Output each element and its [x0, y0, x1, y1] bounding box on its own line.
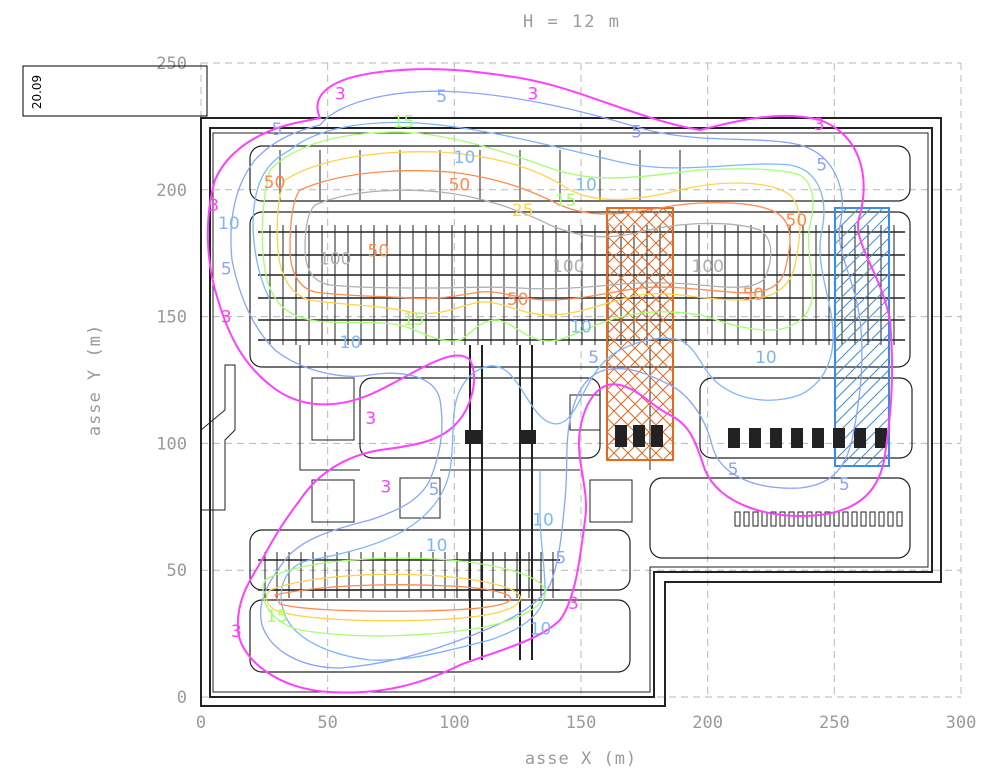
contour-3 [206, 68, 894, 694]
contour-label: 50 [368, 242, 390, 262]
contour-label: 3 [208, 196, 219, 216]
y-tick-labels: 0 50 100 150 200 250 [156, 54, 187, 708]
contour-label: 5 [631, 122, 642, 142]
contour-label: 3 [381, 478, 392, 498]
x-tick-label: 100 [439, 713, 470, 733]
contour-label: 50 [449, 176, 471, 196]
contour-100 [304, 189, 772, 290]
contour-label: 5 [436, 87, 447, 107]
y-tick-label: 150 [156, 308, 187, 328]
contour-label: 15 [266, 607, 288, 627]
scale-bar: 20.09 [22, 65, 208, 117]
contour-label: 15 [403, 310, 425, 330]
contour-label: 5 [588, 348, 599, 368]
x-tick-label: 0 [196, 713, 206, 733]
x-tick-label: 300 [946, 713, 977, 733]
contour-label: 3 [335, 84, 346, 104]
contour-label: 5 [429, 480, 440, 500]
contour-label: 25 [512, 201, 534, 221]
y-tick-label: 200 [156, 181, 187, 201]
scale-bar-label: 20.09 [30, 75, 44, 109]
contour-lines [206, 68, 894, 694]
x-tick-label: 150 [566, 713, 597, 733]
contour-label: 100 [552, 257, 584, 277]
y-tick-label: 250 [156, 54, 187, 74]
y-tick-label: 0 [177, 688, 187, 708]
plant-layout [200, 117, 942, 707]
contour-label: 10 [755, 348, 777, 368]
contour-label: 5 [839, 475, 850, 495]
contour-label: 100 [319, 249, 351, 269]
contour-label: 3 [814, 115, 825, 135]
x-tick-label: 250 [819, 713, 850, 733]
contour-label: 5 [816, 155, 827, 175]
contour-label: 10 [530, 620, 552, 640]
contour-label: 10 [570, 318, 592, 338]
contour-label: 10 [532, 510, 554, 530]
contour-25 [265, 151, 801, 622]
contour-label: 3 [365, 409, 376, 429]
contour-label: 10 [575, 176, 597, 196]
contour-label: 10 [454, 148, 476, 168]
chart-title: H = 12 m [523, 12, 621, 32]
contour-label: 3 [527, 84, 538, 104]
contour-label: 10 [426, 536, 448, 556]
contour-label: 15 [555, 191, 577, 211]
contour-label: 5 [728, 460, 739, 480]
grid [200, 62, 962, 698]
x-tick-labels: 0 50 100 150 200 250 300 [196, 713, 976, 733]
contour-label: 5 [555, 549, 566, 569]
y-tick-label: 50 [167, 561, 187, 581]
contour-label: 50 [507, 290, 529, 310]
contour-10 [252, 121, 834, 661]
contour-label: 5 [272, 120, 283, 140]
contour-label: 50 [264, 173, 286, 193]
y-tick-label: 100 [156, 434, 187, 454]
contour-label: 50 [742, 285, 764, 305]
contour-label: 100 [691, 257, 723, 277]
contour-label: 15 [393, 112, 415, 132]
contour-label: 5 [221, 259, 232, 279]
contour-15 [261, 131, 814, 637]
contour-label: 10 [340, 333, 362, 353]
contour-label: 10 [218, 214, 240, 234]
x-tick-label: 50 [317, 713, 337, 733]
contour-label: 3 [221, 308, 232, 328]
contour-5 [230, 90, 863, 669]
contour-label: 3 [568, 594, 579, 614]
x-tick-label: 200 [692, 713, 723, 733]
contour-label: 3 [231, 622, 242, 642]
y-axis-label: asse Y (m) [85, 324, 105, 436]
x-axis-label: asse X (m) [525, 749, 637, 769]
contour-50 [274, 169, 791, 612]
contour-label: 50 [786, 211, 808, 231]
